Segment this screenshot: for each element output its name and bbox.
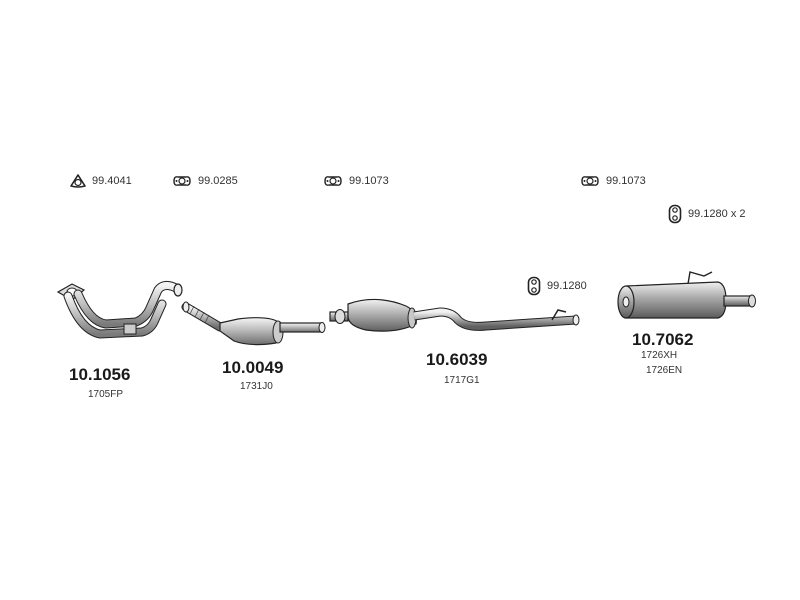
fitting-code: 99.0285 bbox=[198, 175, 238, 187]
catalytic-converter-icon bbox=[181, 301, 326, 346]
fitting-99-1073-a[interactable]: 99.1073 bbox=[323, 175, 389, 187]
part-ref-front-pipe: 1705FP bbox=[88, 389, 124, 400]
triangle-gasket-icon bbox=[70, 174, 86, 188]
fitting-99-0285[interactable]: 99.0285 bbox=[172, 175, 238, 187]
oval-flange-gasket-icon bbox=[173, 176, 191, 186]
fitting-99-1280[interactable]: 99.1280 bbox=[527, 276, 587, 296]
front-pipe-icon bbox=[56, 280, 183, 339]
rear-silencer-icon bbox=[617, 271, 756, 319]
fitting-code: 99.1073 bbox=[606, 175, 646, 187]
fitting-code: 99.1280 x 2 bbox=[688, 208, 746, 220]
oval-flange-gasket-icon bbox=[324, 176, 342, 186]
middle-silencer-part[interactable] bbox=[326, 290, 592, 340]
part-ref-middle-silencer: 1717G1 bbox=[444, 375, 480, 386]
rubber-mount-icon bbox=[527, 276, 541, 296]
fitting-99-1280-x2[interactable]: 99.1280 x 2 bbox=[668, 204, 746, 224]
part-code-front-pipe: 10.1056 bbox=[69, 365, 131, 384]
part-code-middle-silencer: 10.6039 bbox=[426, 350, 488, 369]
middle-silencer-pipe-icon bbox=[329, 298, 580, 332]
catalytic-converter-part[interactable] bbox=[180, 295, 330, 350]
part-code-rear-silencer: 10.7062 bbox=[632, 330, 694, 349]
part-code-catalytic-converter: 10.0049 bbox=[222, 358, 284, 377]
fitting-99-1073-b[interactable]: 99.1073 bbox=[580, 175, 646, 187]
fitting-code: 99.1073 bbox=[349, 175, 389, 187]
fitting-code: 99.4041 bbox=[92, 175, 132, 187]
part-ref-rear-silencer-1: 1726XH bbox=[641, 350, 678, 361]
rear-silencer-part[interactable] bbox=[614, 268, 764, 328]
front-pipe-part[interactable] bbox=[50, 270, 190, 350]
part-ref-catalytic-converter: 1731J0 bbox=[240, 381, 273, 392]
fitting-99-4041[interactable]: 99.4041 bbox=[70, 174, 132, 188]
part-ref-rear-silencer-2: 1726EN bbox=[646, 365, 683, 376]
fitting-code: 99.1280 bbox=[547, 280, 587, 292]
oval-flange-gasket-icon bbox=[581, 176, 599, 186]
rubber-mount-icon bbox=[668, 204, 682, 224]
